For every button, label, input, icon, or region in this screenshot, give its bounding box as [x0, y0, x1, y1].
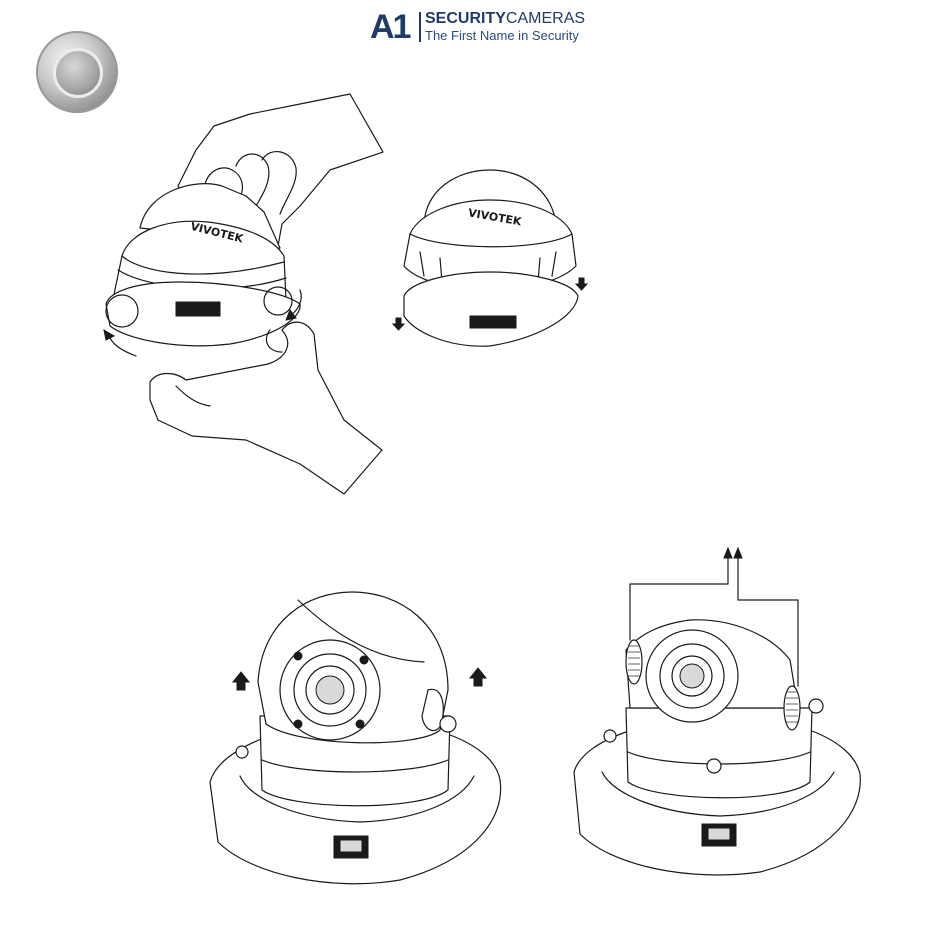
- camera-housing: [626, 708, 812, 798]
- tilt-screw-right: [784, 686, 800, 730]
- arrow-up-icon: [734, 548, 742, 558]
- connector-pins: [708, 828, 730, 840]
- tilt-screw-left: [626, 640, 642, 684]
- arrow-up-icon: [724, 548, 732, 558]
